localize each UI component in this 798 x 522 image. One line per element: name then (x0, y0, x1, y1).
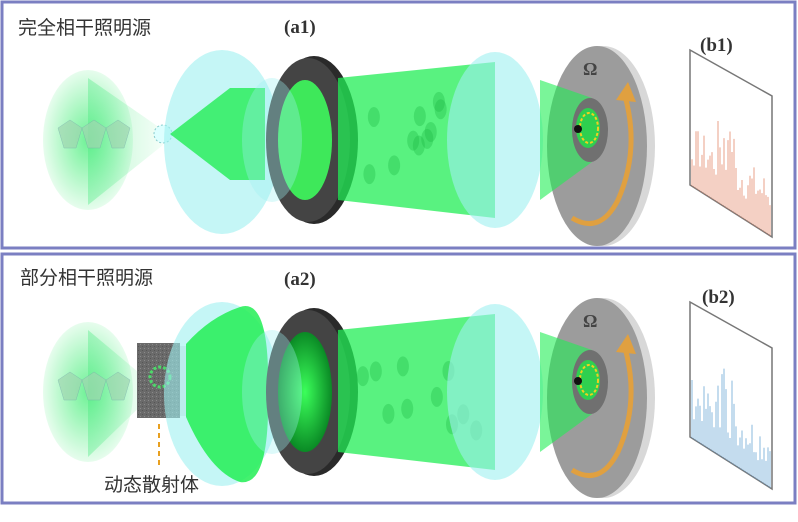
panel-2 (0, 252, 797, 505)
panel-1-title: 完全相干照明源 (18, 17, 151, 39)
panel-1 (0, 0, 797, 250)
crystal-shape (57, 119, 83, 149)
rotation-arrowhead (616, 334, 636, 354)
detector-label-b2: (b2) (702, 287, 735, 308)
panel-2-title: 部分相干照明源 (20, 267, 153, 289)
aperture-label-a2: (a2) (284, 269, 316, 290)
lens-1-overlap (242, 78, 302, 202)
beam-pattern-blob (396, 356, 409, 377)
rotation-arrow (570, 347, 634, 479)
rotation-symbol-2: Ω (583, 311, 597, 331)
scan-path (579, 112, 599, 144)
rotation-arrow (570, 95, 634, 227)
beam-pattern-blob (382, 403, 395, 424)
lens-1-overlap (242, 330, 302, 454)
beam-pattern-blob (401, 398, 414, 419)
beam-pattern-blob (430, 386, 443, 407)
pinhole-marker (574, 125, 582, 133)
crystal-shape (81, 119, 107, 149)
beam-pattern-blob (434, 99, 447, 120)
beam-pattern-blob (432, 91, 445, 112)
crystal-shape (81, 371, 107, 401)
beam-pattern-blob (363, 164, 376, 185)
lens-2 (447, 304, 543, 480)
rotation-symbol-1: Ω (583, 59, 597, 79)
beam-pattern-blob (413, 106, 426, 127)
scan-path (579, 364, 599, 396)
crystal-shape (105, 371, 131, 401)
beam-pattern-blob (388, 155, 401, 176)
beam-pattern-blob (407, 130, 420, 151)
crystal-shape (105, 119, 131, 149)
beam-pattern-blob (424, 121, 437, 142)
beam-pattern-blob (367, 106, 380, 127)
pinhole-marker (574, 377, 582, 385)
beam-pattern-blob (421, 128, 434, 149)
rotation-arrowhead (616, 82, 636, 102)
expanded-beam (186, 306, 269, 483)
aperture-opening (278, 80, 332, 200)
scatterer-label: 动态散射体 (104, 474, 199, 496)
crystal-shape (57, 371, 83, 401)
beam-pattern-blob (412, 135, 425, 156)
lens-2 (447, 52, 543, 228)
aperture-label-a1: (a1) (284, 17, 316, 38)
beam-pattern-blob (356, 366, 369, 387)
detector-label-b1: (b1) (700, 35, 733, 56)
converging-beam (170, 88, 265, 180)
aperture-opening (278, 332, 332, 452)
beam-pattern-blob (369, 361, 382, 382)
